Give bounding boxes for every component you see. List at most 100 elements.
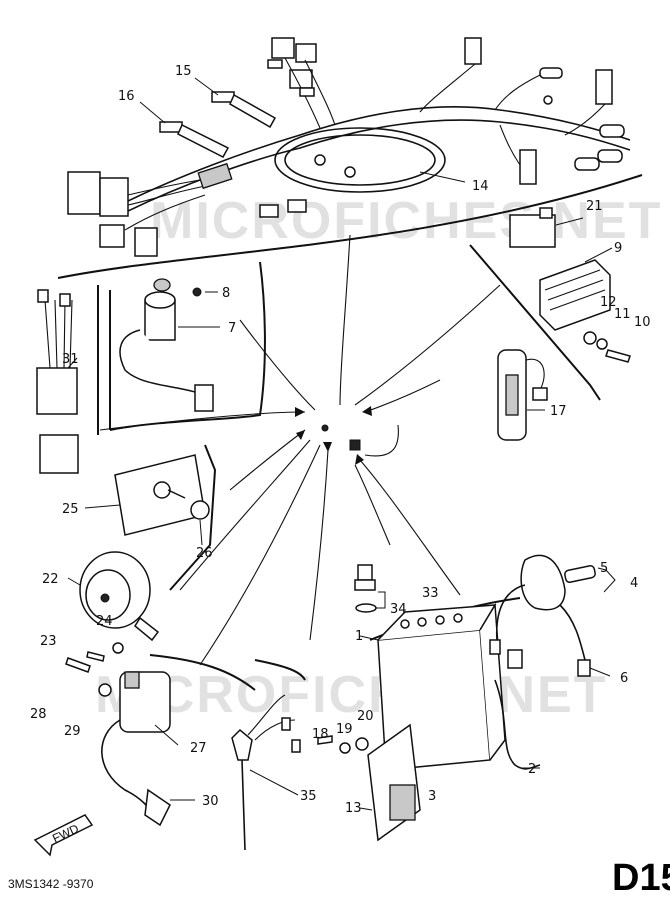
part-label-20: 20 [357,709,374,724]
part-label-19: 19 [336,722,353,737]
part-label-1: 1 [355,629,363,644]
harness-bullet-1 [267,59,283,69]
line-switch-33 [354,464,391,546]
switch-panel-frame [109,261,266,431]
fuse-holder-17 [497,349,548,441]
leader-1 [359,635,379,641]
leader-22 [67,577,81,586]
leader-4 [597,567,616,593]
fwd-arrow-shape [33,814,94,857]
bolt-28 [65,657,91,673]
part-label-2: 2 [528,762,536,777]
harness-tape [197,162,233,190]
leader-9 [584,247,613,263]
leader-25 [84,504,121,509]
line-plate [229,429,306,491]
nut-26 [190,500,210,520]
bolt-23 [86,651,105,662]
switch-33-thread [354,579,376,591]
fuse-connector [507,649,523,669]
rectifier-divider [469,244,601,401]
part-label-34: 34 [390,602,407,617]
bolt-18 [317,735,333,745]
part-label-5: 5 [600,561,608,576]
part-label-28: 28 [30,707,47,722]
part-label-10: 10 [634,315,651,330]
part-label-12: 12 [600,295,617,310]
washer-24 [112,642,124,654]
harness-connector-top-2 [295,43,317,63]
part-label-22: 22 [42,572,59,587]
part-label-16: 16 [118,89,135,104]
terminal-6 [577,659,591,677]
main-switch-panel [109,261,266,431]
harness-ring-terminal [543,95,553,105]
main-switch-connector [194,384,214,412]
harness-bullet-right-3 [574,157,600,171]
clip-15-band [229,93,277,129]
leader-31 [67,357,78,369]
harness-connector-top-1 [271,37,295,59]
leader-35 [249,769,299,796]
part-labels: 1 2 3 4 5 6 7 8 9 10 11 12 13 14 15 16 1… [30,64,651,816]
arrowhead-5 [362,406,372,416]
harness-connector-left-2 [99,177,129,217]
relay-21-tab [539,207,553,219]
rectifier-9 [469,244,631,401]
harness-connector-left-4 [99,224,125,248]
part-label-23: 23 [40,634,57,649]
harness-clip-16 [159,121,230,158]
part-label-6: 6 [620,671,628,686]
watermark-bottom: MICROFICHES.NET [95,666,607,724]
fuse-lead-left [495,584,526,641]
sensor-terminal-1 [281,717,291,731]
harness-trunk [119,106,631,206]
harness-clip-15 [211,91,277,129]
plate-25-stud [153,481,171,499]
fuse-terminal [532,387,548,401]
center-mark-2 [349,439,361,451]
line-rectifier [354,284,501,406]
line-coil [199,444,321,666]
main-switch-lead [119,329,196,393]
harness-connector-left-3 [134,227,158,257]
part-label-8: 8 [222,286,230,301]
line-switch [239,319,316,411]
relay-21-body [509,214,556,248]
switch-33-body [357,564,373,581]
leader-14 [419,171,466,183]
leader-15 [194,77,219,96]
harness-connector-top-4 [464,37,482,65]
spare-fuse-5 [564,565,596,583]
fuse-terminal-left [489,639,501,655]
battery-cell-3 [435,615,445,625]
center-mark-wire [364,424,399,457]
leader-21 [555,217,584,226]
page-code: D15 [612,857,670,899]
horn-22 [79,551,160,662]
clip-16-head [159,121,183,133]
fuse-element [505,374,519,416]
ignition-coil-27 [65,657,171,827]
relay-31 [36,285,99,474]
relay-31-terminal-2 [59,293,71,307]
washer-20 [355,737,369,751]
harness-bullet-right-4 [539,67,563,79]
line-battery [359,459,461,596]
harness-ground-1 [314,154,326,166]
part-label-29: 29 [64,724,81,739]
bolt-10 [605,349,631,363]
sensor-35 [149,654,306,851]
battery-cell-2 [417,617,427,627]
relay-31-terminal-1 [37,289,49,303]
plug-cap-30 [144,788,171,827]
fuse-lead [525,358,545,391]
switch-33 [354,564,377,613]
washer-19 [339,742,351,754]
part-label-13: 13 [345,801,362,816]
part-label-15: 15 [175,64,192,79]
part-label-17: 17 [550,404,567,419]
harness-connector-left-1 [67,171,101,215]
wire-harness [57,37,643,279]
sensor-divider [149,654,306,691]
